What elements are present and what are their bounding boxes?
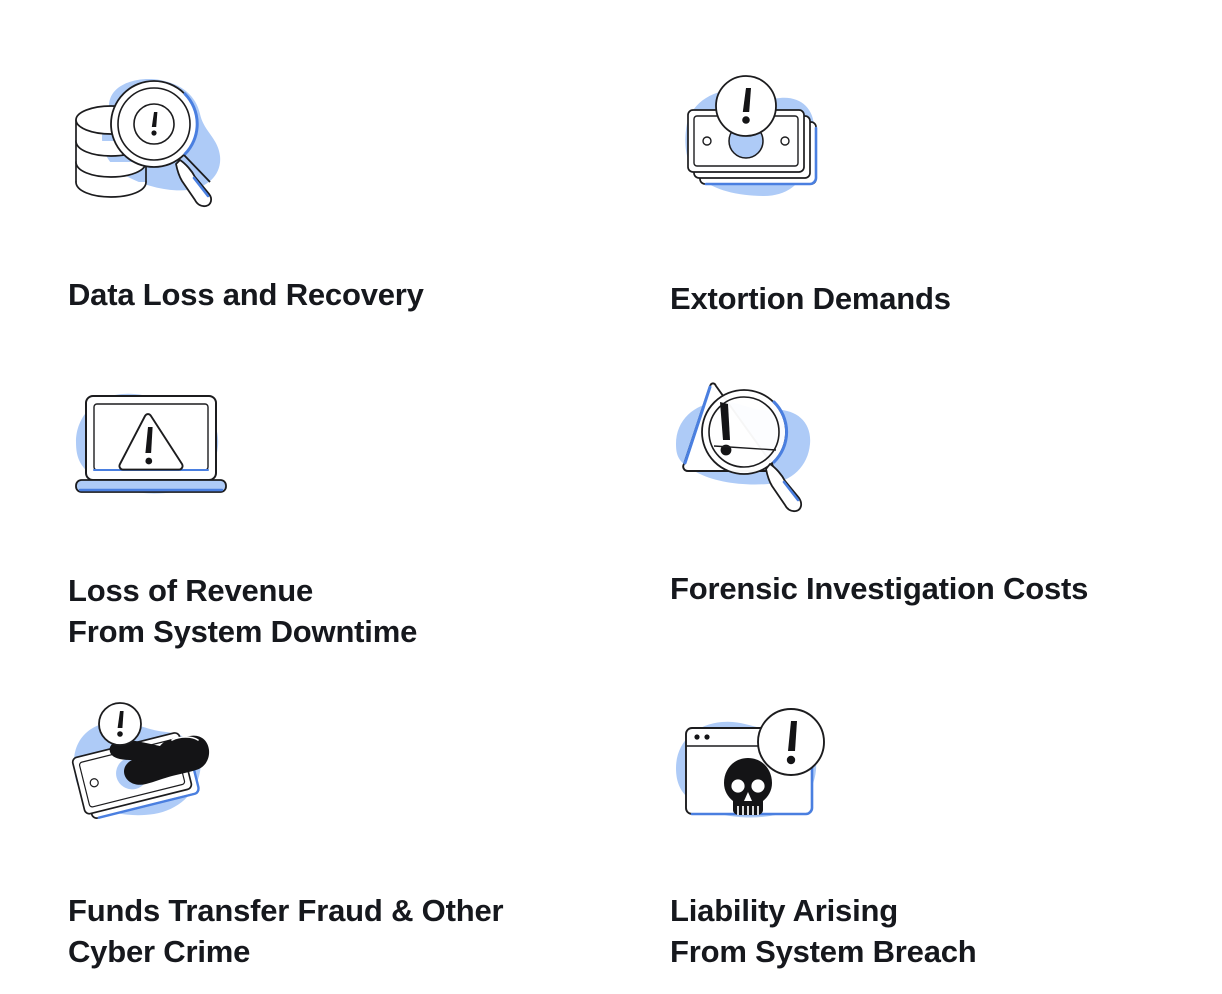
feature-title: Loss of Revenue From System Downtime bbox=[68, 573, 418, 650]
feature-item-forensic-investigation-costs: Forensic Investigation Costs bbox=[670, 378, 1222, 698]
feature-title: Funds Transfer Fraud & Other Cyber Crime bbox=[68, 893, 504, 970]
feature-item-loss-of-revenue-from-system-downtime: Loss of Revenue From System Downtime bbox=[68, 378, 670, 698]
banknotes-alert-icon bbox=[672, 75, 852, 216]
glove-stealing-money-icon bbox=[71, 700, 252, 840]
feature-item-liability-arising-from-system-breach: Liability Arising From System Breach bbox=[670, 698, 1222, 994]
feature-title: Extortion Demands bbox=[670, 281, 951, 316]
feature-item-extortion-demands: Extortion Demands bbox=[670, 58, 1222, 378]
browser-skull-alert-icon bbox=[672, 704, 852, 844]
feature-item-funds-transfer-fraud-and-other-cyber-crime: Funds Transfer Fraud & Other Cyber Crime bbox=[68, 698, 670, 994]
feature-item-data-loss-and-recovery: Data Loss and Recovery bbox=[68, 58, 670, 378]
feature-title: Forensic Investigation Costs bbox=[670, 571, 1089, 606]
feature-title: Liability Arising From System Breach bbox=[670, 893, 977, 970]
magnifier-warning-triangle-icon bbox=[672, 378, 852, 518]
laptop-warning-icon bbox=[70, 380, 250, 520]
database-magnifier-alert-icon bbox=[68, 72, 248, 212]
feature-title: Data Loss and Recovery bbox=[68, 277, 424, 312]
